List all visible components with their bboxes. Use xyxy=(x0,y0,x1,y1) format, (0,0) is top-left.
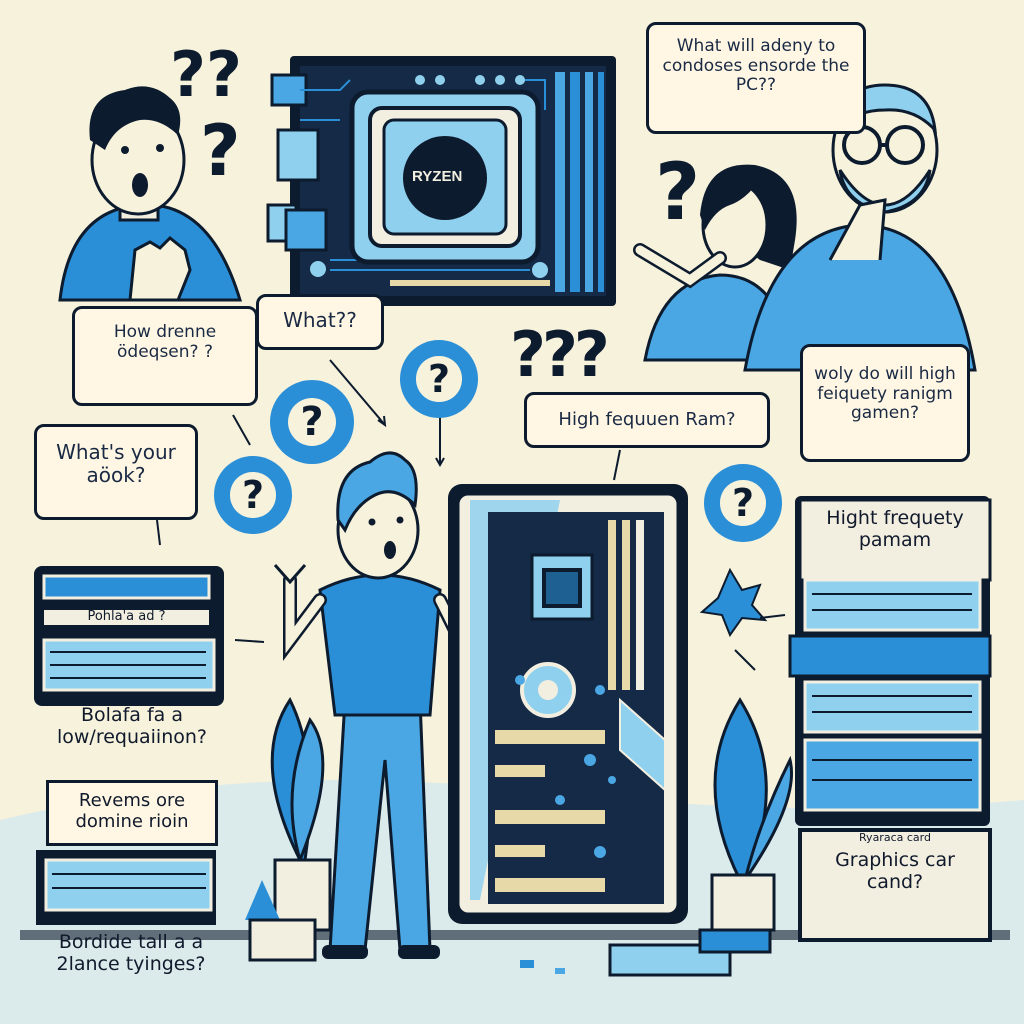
question-circle-3: ? xyxy=(214,456,292,534)
cpu-chip xyxy=(403,136,487,220)
question-circle-1: ? xyxy=(270,380,354,464)
question-circle-4-glyph: ? xyxy=(720,480,766,526)
ram-stack-left xyxy=(34,566,224,925)
question-marks-triple: ??? xyxy=(510,318,610,391)
question-circle-3-glyph: ? xyxy=(230,472,276,518)
man-center-shrugging xyxy=(273,451,490,959)
plant-right xyxy=(710,697,794,932)
panel-left-bottom-caption: Bordide tall a a 2lance tyinges? xyxy=(56,931,206,975)
question-circle-2: ? xyxy=(400,340,478,418)
panel-left-small-label: Pohla'a ad ? xyxy=(44,609,209,625)
pointer-lines xyxy=(156,359,786,671)
floor-parts xyxy=(520,928,772,977)
speech-bubble-how-drenne: How drenne ödeqsen? ? xyxy=(72,306,258,406)
panel-right-small-label: Ryaraca card xyxy=(859,831,931,844)
ram-stack-right xyxy=(788,496,992,942)
floor-line xyxy=(20,930,1010,940)
panel-left-bottom-title: Revems ore domine rioin xyxy=(46,780,218,846)
panel-right-top-label: Hight frequety pamam xyxy=(826,507,964,551)
speech-bubble-top-right: What will adeny to condoses ensorde the … xyxy=(646,22,866,134)
question-marks-double: ?? xyxy=(170,38,242,111)
pc-case xyxy=(448,484,688,924)
question-circle-4: ? xyxy=(704,464,782,542)
panel-left-mid-label: Bolafa fa a low/requaiinon? xyxy=(56,704,208,748)
speech-bubble-what: What?? xyxy=(256,294,384,350)
question-circle-2-glyph: ? xyxy=(416,356,462,402)
speech-bubble-why-do-will: woly do will high feiquety ranigm gamen? xyxy=(800,344,970,462)
speech-bubble-whats-your: What's your aöok? xyxy=(34,424,198,520)
cpu-brand-label: RYZEN xyxy=(412,168,463,185)
question-mark-single-left: ? xyxy=(200,110,241,192)
speech-bubble-high-freq-ram: High fequuen Ram? xyxy=(524,392,770,448)
plant-left xyxy=(245,697,332,962)
question-mark-single-right: ? xyxy=(655,148,701,238)
burst-shape xyxy=(699,567,768,638)
panel-right-bottom-label: Graphics car cand? xyxy=(835,849,955,893)
motherboard-top xyxy=(266,56,616,306)
man-left-confused xyxy=(58,86,243,302)
question-circle-1-glyph: ? xyxy=(287,397,337,447)
